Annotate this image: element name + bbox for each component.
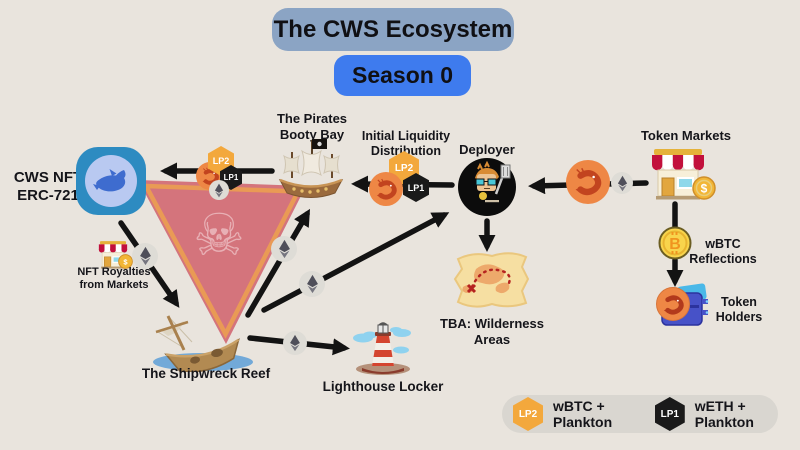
svg-text:$: $: [701, 182, 708, 196]
nft-royalties-label: NFT Royalties from Markets: [77, 266, 151, 292]
season-text: Season 0: [352, 62, 453, 88]
whale-icon: [93, 169, 126, 192]
legend-lp2-text: wBTC + Plankton: [553, 398, 613, 430]
cws-nft-label: CWS NFT ERC-721: [13, 169, 83, 205]
legend: LP2 wBTC + Plankton LP1 wETH + Plankton: [502, 395, 778, 433]
arrow-shipwreck-to-bootybay: [245, 208, 311, 318]
shipwreck-reef-label: The Shipwreck Reef: [141, 366, 271, 381]
arrow-shipwreck-to-deployer: [261, 212, 450, 313]
shipwreck-icon: [153, 315, 253, 372]
eth-icon: [209, 180, 229, 200]
shrimp-icon: [656, 287, 690, 321]
token-holders-label: Token Holders: [715, 295, 763, 325]
shrimp-icon: [369, 172, 403, 206]
lighthouse-locker-label: Lighthouse Locker: [322, 379, 444, 394]
season-badge: Season 0: [334, 55, 471, 96]
lp1-hex-badge: LP1: [654, 397, 685, 431]
page-title: The CWS Ecosystem: [272, 8, 514, 51]
svg-text:$: $: [123, 257, 128, 266]
token-markets-label: Token Markets: [640, 128, 732, 143]
bitcoin-coin-icon: B: [658, 226, 692, 260]
lp1-hex-badge: LP1: [403, 173, 429, 202]
shrimp-icon: [566, 160, 610, 204]
dollar-coin-icon: $: [692, 176, 716, 200]
lp2-hex-badge: LP2: [513, 397, 543, 431]
eth-icon: [283, 331, 307, 355]
treasure-map-icon: [453, 252, 530, 308]
market-stall-icon: [98, 241, 128, 269]
lighthouse-icon: [353, 322, 411, 375]
market-stall-icon: [652, 149, 704, 200]
cws-nft-app-icon: [76, 147, 146, 215]
tba-wilderness-label: TBA: Wilderness Areas: [440, 316, 544, 347]
svg-text:B: B: [669, 236, 681, 253]
skull-crossbones-icon: ☠: [193, 201, 245, 269]
eth-icon: [611, 172, 633, 194]
eth-icon: [299, 271, 325, 297]
deployer-label: Deployer: [459, 142, 515, 157]
legend-lp1-text: wETH + Plankton: [694, 398, 754, 430]
pirate-ship-icon: [278, 139, 344, 198]
eth-icon: [132, 243, 158, 269]
initial-liquidity-label: Initial Liquidity Distribution: [361, 129, 451, 159]
wbtc-reflections-label: wBTC Reflections: [689, 237, 757, 267]
deployer-avatar-icon: [458, 158, 516, 216]
eth-icon: [271, 236, 297, 262]
booty-bay-label: The Pirates Booty Bay: [276, 111, 348, 142]
title-text: The CWS Ecosystem: [273, 15, 513, 43]
